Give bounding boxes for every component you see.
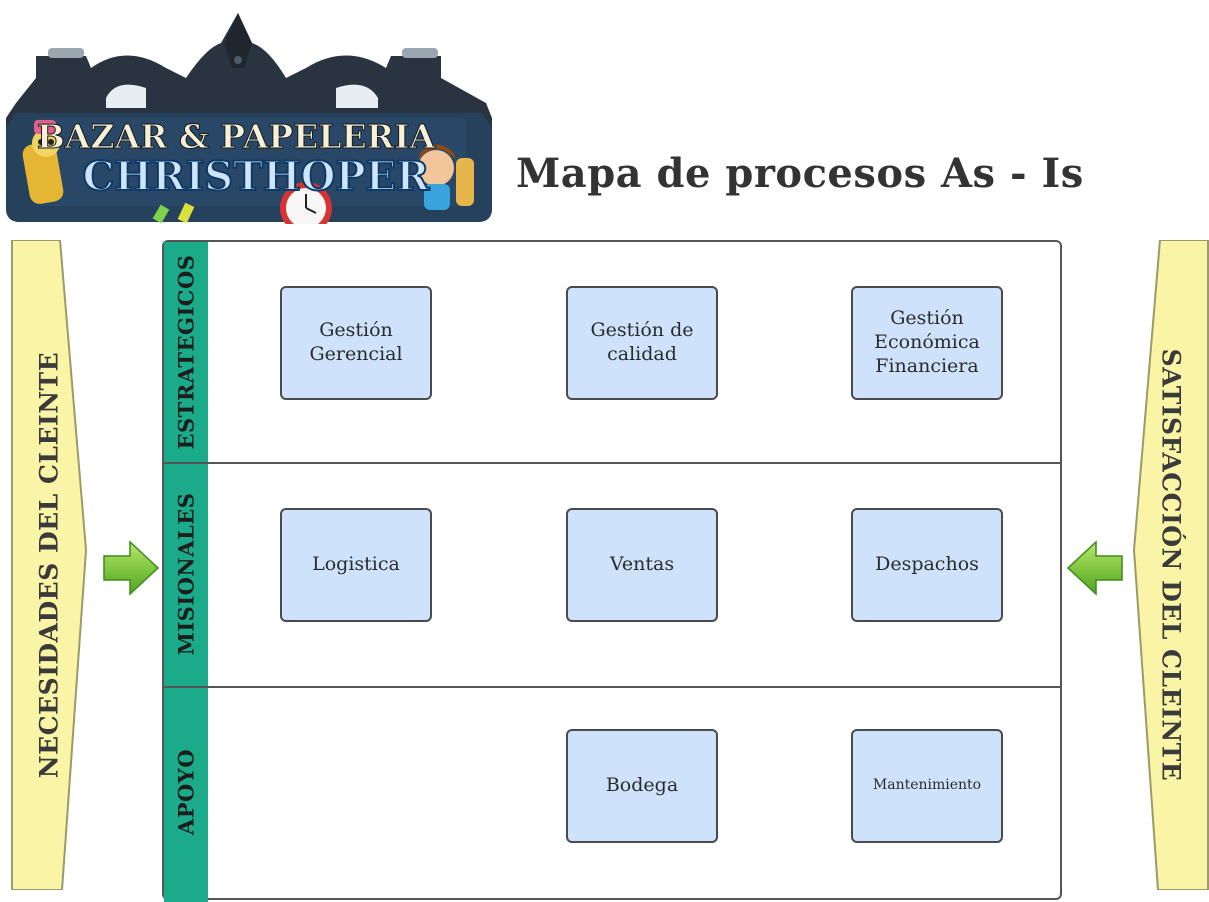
process-logistica: Logistica xyxy=(280,508,432,622)
lane-strip-estrategicos xyxy=(164,242,208,462)
lane-label-estrategicos: ESTRATEGICOS xyxy=(173,254,199,450)
page-title: Mapa de procesos As - Is xyxy=(516,150,1084,197)
right-banner-label: SATISFACCIÓN DEL CLEINTE xyxy=(1156,348,1186,782)
logo-line2: CHRISTHOPER xyxy=(83,153,430,200)
process-bodega: Bodega xyxy=(566,729,718,843)
left-banner-label: NECESIDADES DEL CLEINTE xyxy=(34,351,64,779)
lane-strip-misionales xyxy=(164,464,208,686)
bazar-papeleria-logo: BAZAR & PAPELERIA CHRISTHOPER xyxy=(6,8,492,234)
process-gestion-gerencial: Gestión Gerencial xyxy=(280,286,432,400)
right-banner: SATISFACCIÓN DEL CLEINTE xyxy=(1132,240,1209,890)
lane-label-apoyo: APOYO xyxy=(173,748,199,836)
lane-strip-apoyo xyxy=(164,688,208,902)
process-despachos: Despachos xyxy=(851,508,1003,622)
lane-divider xyxy=(164,686,1060,688)
arrow-left-icon xyxy=(1066,538,1126,598)
process-gestion-economica-financiera: Gestión Económica Financiera xyxy=(851,286,1003,400)
left-banner: NECESIDADES DEL CLEINTE xyxy=(10,240,88,890)
arrow-right-icon xyxy=(100,538,160,598)
process-ventas: Ventas xyxy=(566,508,718,622)
process-gestion-calidad: Gestión de calidad xyxy=(566,286,718,400)
process-mantenimiento: Mantenimiento xyxy=(851,729,1003,843)
logo-line1: BAZAR & PAPELERIA xyxy=(37,117,436,156)
lane-divider xyxy=(164,462,1060,464)
process-map-frame: ESTRATEGICOS MISIONALES APOYO Gestión Ge… xyxy=(162,240,1062,902)
lane-label-misionales: MISIONALES xyxy=(173,492,199,656)
